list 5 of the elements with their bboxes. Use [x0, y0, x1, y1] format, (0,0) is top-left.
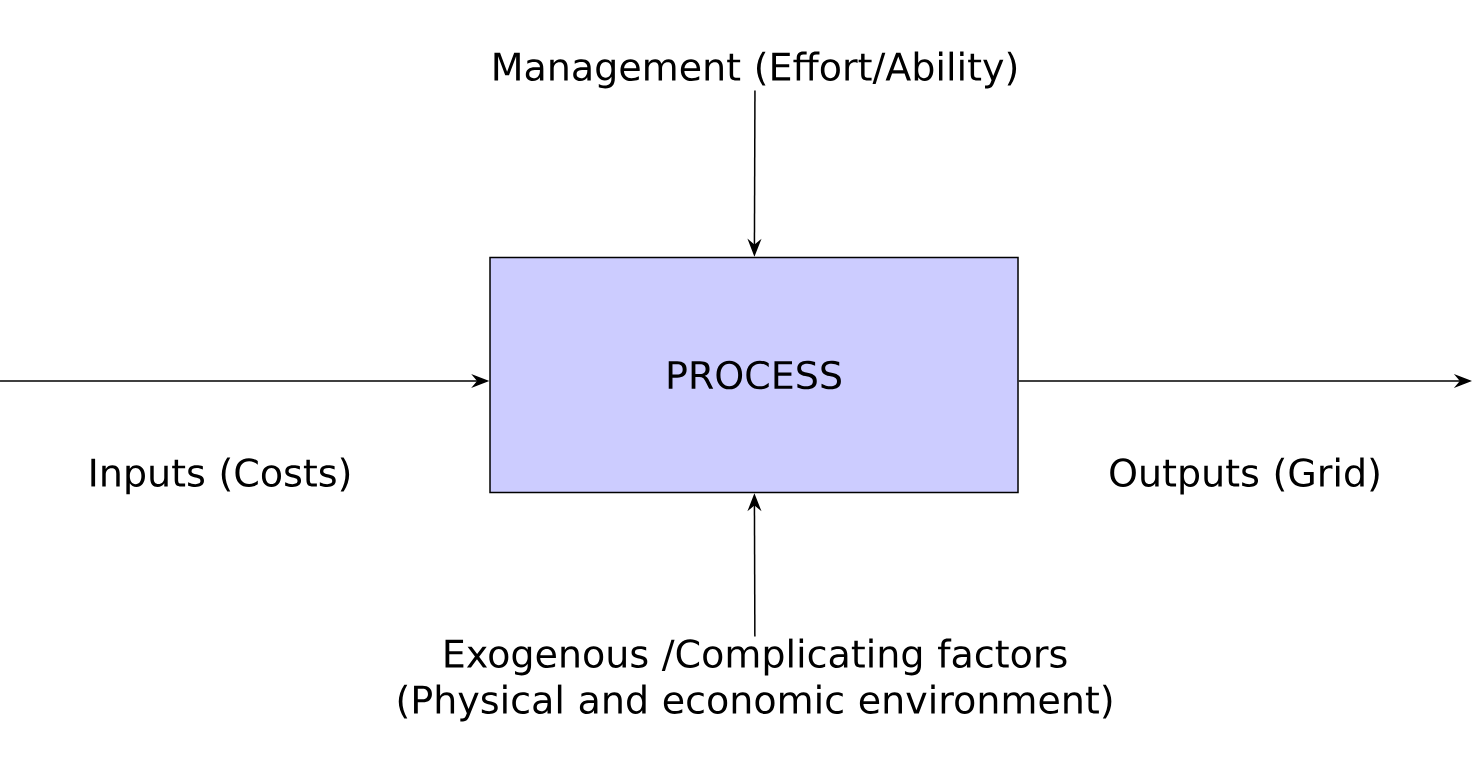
edge-label: Outputs (Grid): [1110, 457, 1379, 495]
process-box: PROCESS: [489, 256, 1019, 494]
text-label: Exogenous /Complicating factors (Physical and economic environment): [398, 638, 1112, 722]
edge-label: Inputs (Costs): [91, 457, 350, 495]
text-label: Management (Effort/Ability): [494, 51, 1017, 89]
